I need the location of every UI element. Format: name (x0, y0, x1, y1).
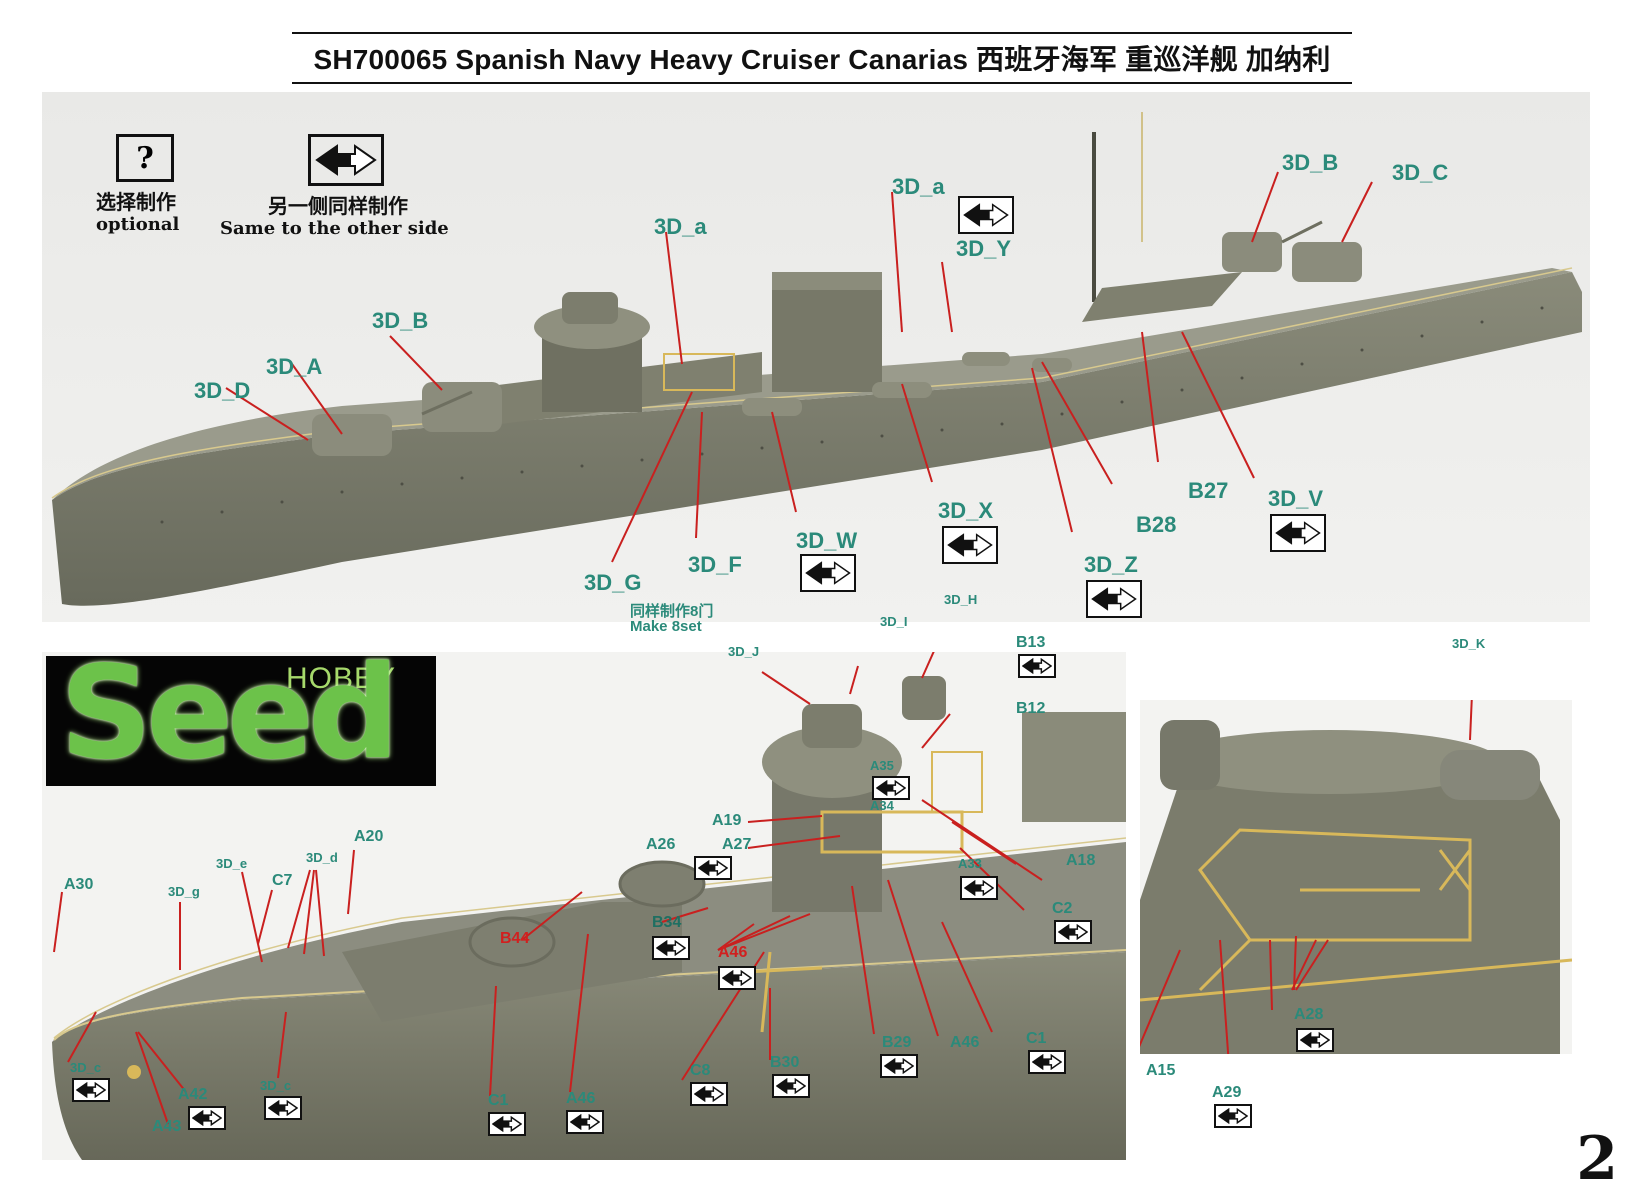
double-arrow-icon (942, 526, 998, 564)
double-arrow-icon (1054, 920, 1092, 944)
label-a27: A27 (722, 836, 752, 853)
label-a35: A35 (870, 758, 894, 773)
label-a34: A34 (870, 798, 894, 813)
top-ship-photo (42, 92, 1590, 622)
label-a30: A30 (64, 876, 94, 893)
legend-same-side-en: Same to the other side (220, 218, 449, 239)
label-3d-k: 3D_K (1452, 636, 1486, 651)
label-a33: A33 (958, 856, 982, 871)
title-bar: SH700065 Spanish Navy Heavy Cruiser Cana… (292, 26, 1352, 84)
label-a42: A42 (178, 1086, 208, 1103)
label-a15: A15 (1146, 1062, 1176, 1079)
legend-optional-cn: 选择制作 (96, 190, 176, 214)
double-arrow-icon (308, 134, 384, 186)
label-b30: B30 (770, 1054, 800, 1071)
label-b29: B29 (882, 1034, 912, 1051)
label-a43: A43 (152, 1118, 182, 1135)
label-a46-red: A46 (718, 944, 748, 961)
note-make-8-en: Make 8set (630, 618, 702, 635)
label-a26: A26 (646, 836, 676, 853)
double-arrow-icon (1086, 580, 1142, 618)
label-b12: B12 (1016, 700, 1046, 717)
label-3d-j: 3D_J (728, 644, 760, 659)
label-a20: A20 (354, 828, 384, 845)
label-b44: B44 (500, 930, 530, 947)
label-3d-c-top: 3D_C (1392, 160, 1449, 185)
double-arrow-icon (960, 876, 998, 900)
label-a18: A18 (1066, 852, 1096, 869)
label-3d-c-mid: 3D_c (260, 1078, 292, 1093)
label-b27: B27 (1188, 478, 1229, 503)
label-3d-b-fwd: 3D_B (372, 308, 429, 333)
note-make-8-cn: 同样制作8门 (630, 603, 714, 620)
label-c8: C8 (690, 1062, 711, 1079)
title-rule-bottom (292, 82, 1352, 84)
double-arrow-icon (800, 554, 856, 592)
double-arrow-icon (1028, 1050, 1066, 1074)
title-rule-top (292, 32, 1352, 34)
label-a19: A19 (712, 812, 742, 829)
label-3d-v: 3D_V (1268, 486, 1324, 511)
label-a29: A29 (1212, 1084, 1242, 1101)
page-number: 2 (1576, 1124, 1618, 1194)
label-a46-left: A46 (566, 1090, 596, 1107)
label-3d-g: 3D_g (168, 884, 200, 899)
double-arrow-icon (1018, 654, 1056, 678)
logo-seed-text: Seed (60, 656, 399, 786)
label-c2: C2 (1052, 900, 1073, 917)
bottom-right-bridge-photo (1140, 700, 1572, 1054)
double-arrow-icon (264, 1096, 302, 1120)
label-3d-d-top: 3D_D (194, 378, 251, 403)
double-arrow-icon (566, 1110, 604, 1134)
double-arrow-icon (958, 196, 1014, 234)
label-3d-i: 3D_I (880, 614, 908, 629)
label-3d-a-upper-top: 3D_a (892, 174, 945, 199)
double-arrow-icon (1296, 1028, 1334, 1052)
label-3d-b-aft: 3D_B (1282, 150, 1339, 175)
double-arrow-icon (1270, 514, 1326, 552)
double-arrow-icon (690, 1082, 728, 1106)
double-arrow-icon (880, 1054, 918, 1078)
legend-optional-en: optional (96, 214, 180, 235)
double-arrow-icon (772, 1074, 810, 1098)
label-3d-e: 3D_e (216, 856, 248, 871)
logo-hobby-text: HOBBY (285, 662, 396, 695)
label-b28: B28 (1136, 512, 1177, 537)
label-3d-w: 3D_W (796, 528, 858, 553)
legend-same-side-cn: 另一侧同样制作 (268, 194, 408, 218)
double-arrow-icon (652, 936, 690, 960)
double-arrow-icon (72, 1078, 110, 1102)
label-3d-f: 3D_F (688, 552, 742, 577)
page-title: SH700065 Spanish Navy Heavy Cruiser Cana… (313, 44, 1331, 75)
label-3d-z: 3D_Z (1084, 552, 1138, 577)
label-c1-right: C1 (1026, 1030, 1047, 1047)
double-arrow-icon (718, 966, 756, 990)
label-3d-a-top: 3D_A (266, 354, 323, 379)
label-3d-a-lower-top: 3D_a (654, 214, 707, 239)
label-3d-y: 3D_Y (956, 236, 1012, 261)
label-a46-right: A46 (950, 1034, 980, 1051)
double-arrow-icon (1214, 1104, 1252, 1128)
label-3d-x: 3D_X (938, 498, 994, 523)
label-3d-g: 3D_G (584, 570, 642, 595)
double-arrow-icon (872, 776, 910, 800)
label-c7: C7 (272, 872, 293, 889)
label-3d-h: 3D_H (944, 592, 978, 607)
question-icon: ? (116, 134, 174, 182)
seed-hobby-logo: HOBBY Seed (46, 656, 436, 786)
label-b13: B13 (1016, 634, 1046, 651)
label-b34: B34 (652, 914, 682, 931)
label-3d-c-left: 3D_c (70, 1060, 102, 1075)
double-arrow-icon (694, 856, 732, 880)
double-arrow-icon (488, 1112, 526, 1136)
label-a28: A28 (1294, 1006, 1324, 1023)
label-c1-left: C1 (488, 1092, 509, 1109)
label-3d-d: 3D_d (306, 850, 338, 865)
double-arrow-icon (188, 1106, 226, 1130)
